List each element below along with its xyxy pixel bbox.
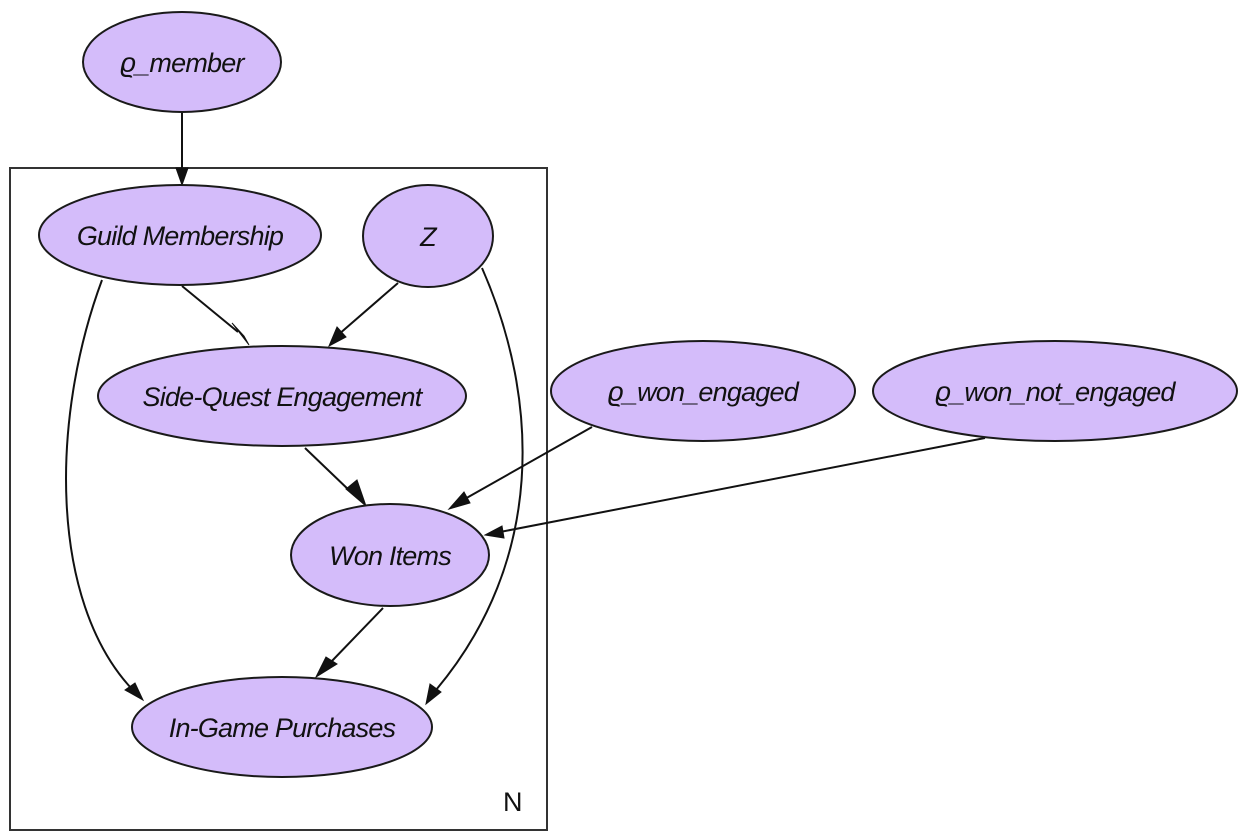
arrowhead-icon xyxy=(231,322,250,346)
node-side-quest-engagement[interactable]: Side-Quest Engagement xyxy=(97,345,467,447)
node-label: Won Items xyxy=(329,541,451,571)
arrowhead-icon xyxy=(124,682,145,702)
plate-label: N xyxy=(503,787,523,817)
edge-z-to-side-quest xyxy=(337,282,399,336)
edge-won-items-to-in-game-purchases xyxy=(329,607,384,664)
edge-guild-membership-to-side-quest xyxy=(181,285,239,333)
node-rho-won-not-engaged[interactable]: ϱ_won_not_engaged xyxy=(872,340,1238,442)
node-label: Guild Membership xyxy=(77,221,284,251)
node-label: ϱ_won_engaged xyxy=(608,377,800,407)
node-z[interactable]: Z xyxy=(362,184,494,288)
plate-n xyxy=(9,167,548,831)
node-label: In-Game Purchases xyxy=(169,713,396,743)
node-label: ϱ_won_not_engaged xyxy=(935,377,1176,407)
node-won-items[interactable]: Won Items xyxy=(290,503,490,607)
node-in-game-purchases[interactable]: In-Game Purchases xyxy=(131,676,433,778)
arrowhead-icon xyxy=(345,479,368,508)
arrowhead-icon xyxy=(175,167,189,187)
arrowhead-icon xyxy=(314,656,338,679)
arrowhead-icon xyxy=(327,326,347,348)
node-label: Side-Quest Engagement xyxy=(143,382,424,412)
node-label: ϱ_member xyxy=(120,48,245,78)
edge-rho-won-engaged-to-won-items xyxy=(462,426,593,501)
node-label: Z xyxy=(419,222,438,252)
node-rho-member[interactable]: ϱ_member xyxy=(82,11,282,113)
edge-rho-won-not-engaged-to-won-items xyxy=(499,437,986,533)
node-guild-membership[interactable]: Guild Membership xyxy=(38,184,322,286)
edge-guild-membership-to-in-game-purchases xyxy=(65,279,132,689)
edge-side-quest-to-won-items xyxy=(304,447,353,494)
arrowhead-icon xyxy=(425,683,442,706)
edges xyxy=(65,112,986,706)
node-rho-won-engaged[interactable]: ϱ_won_engaged xyxy=(550,340,856,442)
edge-z-to-in-game-purchases xyxy=(435,267,524,691)
arrowhead-icon xyxy=(447,491,471,510)
arrowhead-icon xyxy=(483,525,505,539)
